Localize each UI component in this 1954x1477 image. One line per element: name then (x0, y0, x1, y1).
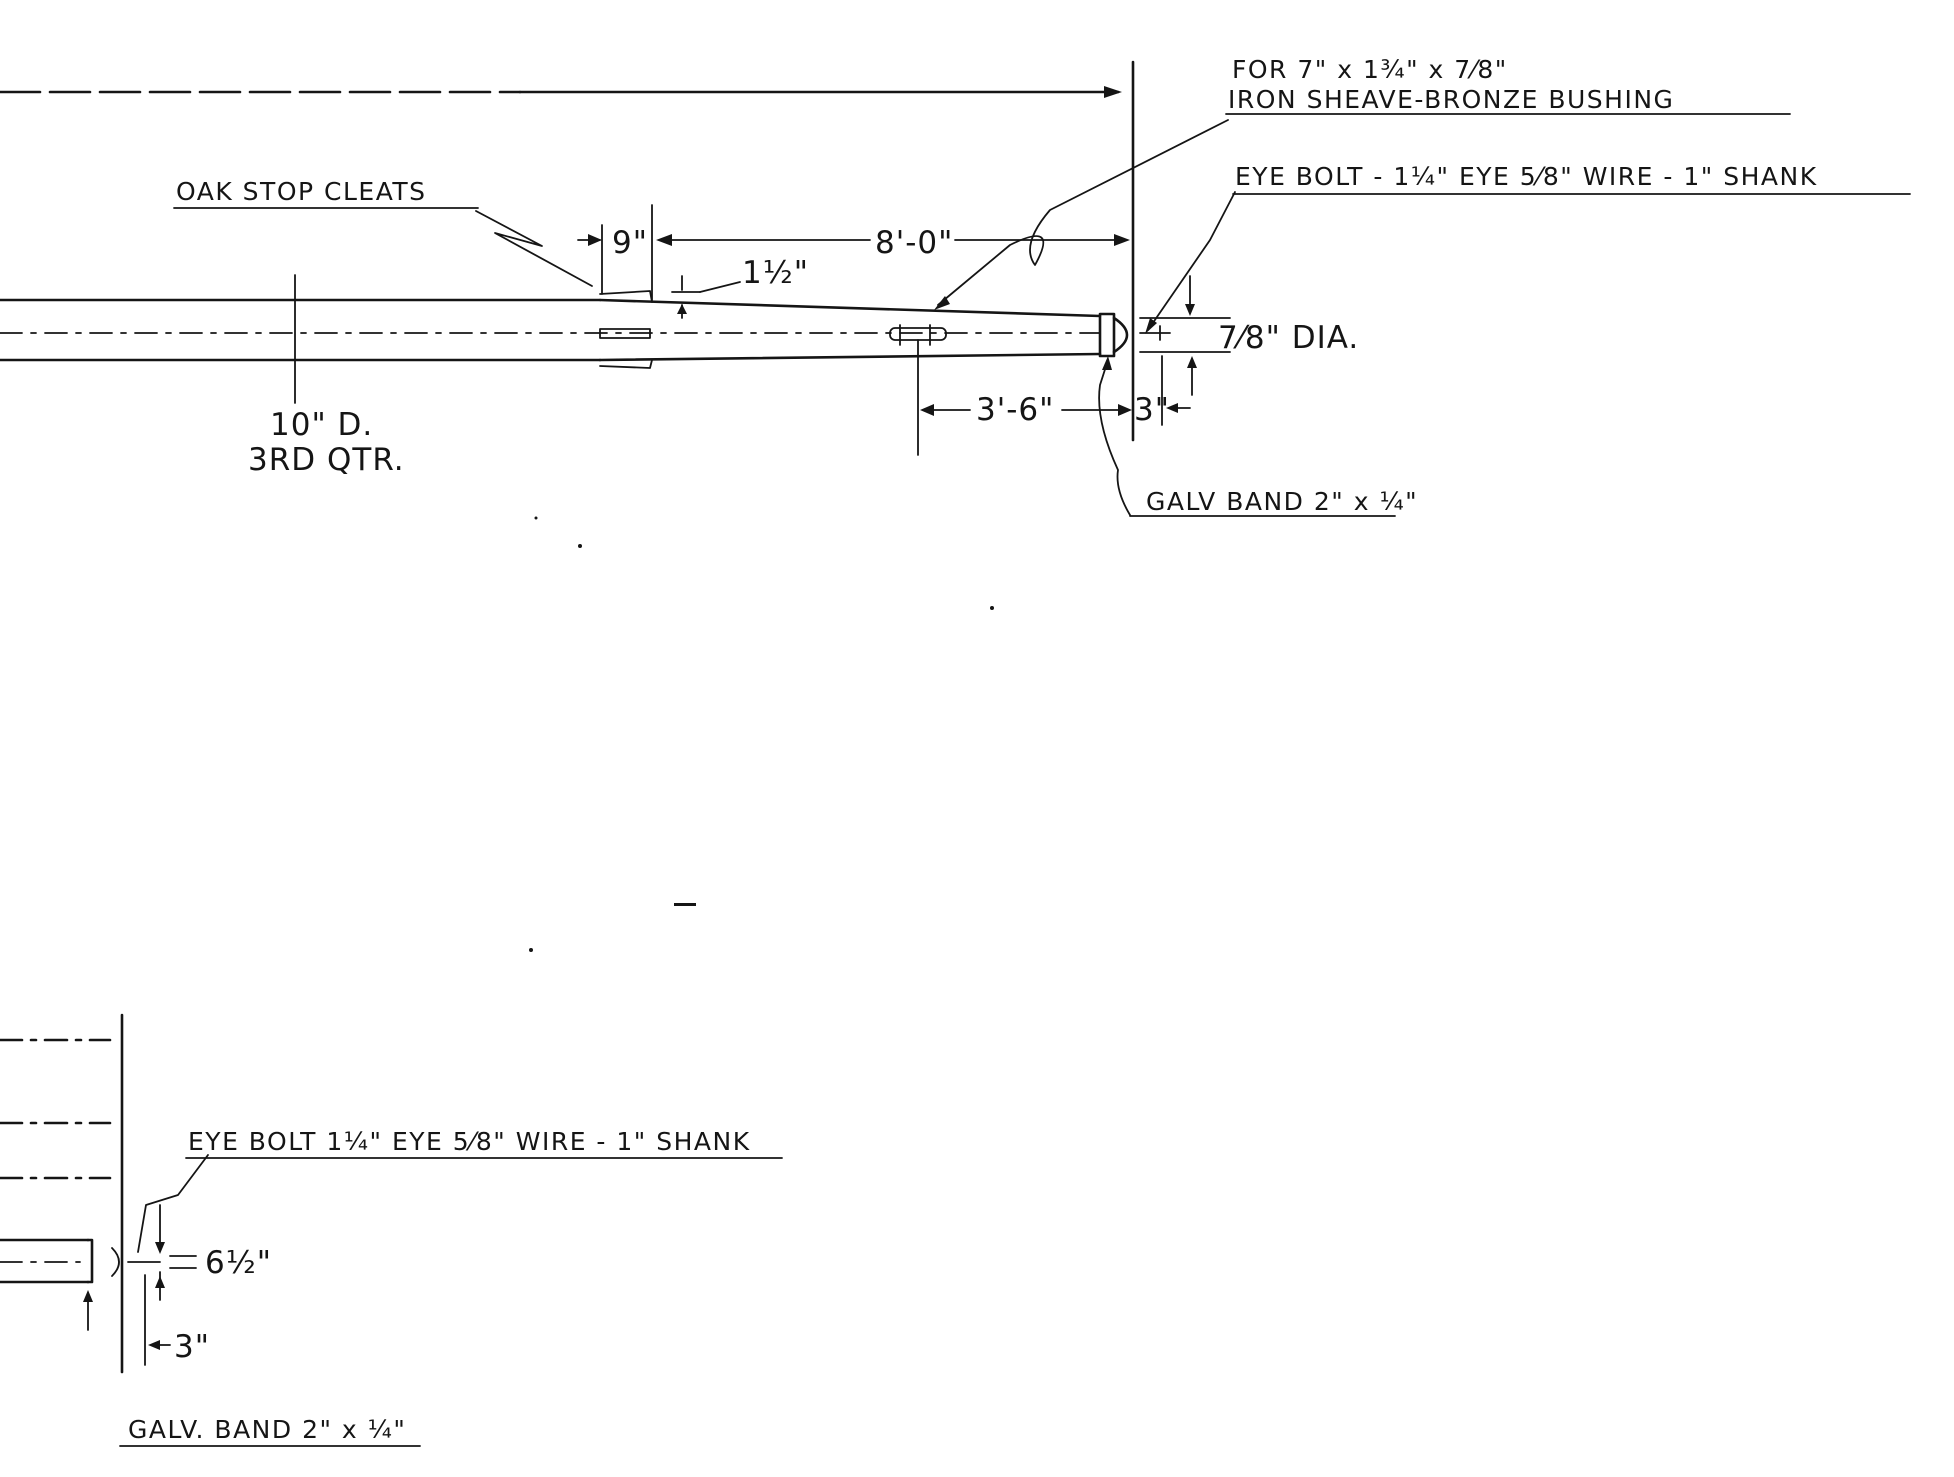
dim-3-label: 3" (1134, 392, 1170, 428)
speck (534, 516, 538, 520)
speck (578, 544, 582, 548)
eye-bolt-lower-label: EYE BOLT 1¼" EYE 5⁄8" WIRE - 1" SHANK (188, 1127, 751, 1156)
dim-6-half-label: 6½" (205, 1245, 272, 1281)
speck (990, 606, 994, 610)
eye-bolt-lower (127, 1204, 197, 1301)
galv-band-lower-label: GALV. BAND 2" x ¼" (128, 1415, 406, 1444)
dim-9-marks (577, 204, 653, 301)
dim-8-0-label: 8'-0" (875, 225, 953, 261)
spar-body (0, 298, 1129, 362)
dia-7-8-label: 7⁄8" DIA. (1218, 320, 1359, 356)
sheave-note-leader (937, 119, 1229, 306)
dim-3-6-marks (917, 339, 1132, 456)
galv-band-upper-leader (1098, 359, 1131, 516)
oak-cleats-leader (475, 210, 593, 287)
dim-1-half-marks (671, 275, 741, 319)
dim-1-half-label: 1½" (742, 255, 809, 291)
spar-dia-label: 10" D. (270, 407, 373, 443)
sheave-note-line2: IRON SHEAVE-BRONZE BUSHING (1228, 85, 1674, 114)
dim-3-lower-label: 3" (174, 1329, 210, 1365)
dim-8-0-marks (656, 234, 1130, 246)
dim-3-6-label: 3'-6" (976, 392, 1054, 428)
speck (529, 948, 533, 952)
dim-3-lower-marks (144, 1274, 171, 1366)
overall-dimension-line (0, 86, 1122, 98)
eye-bolt-upper-label: EYE BOLT - 1¼" EYE 5⁄8" WIRE - 1" SHANK (1235, 162, 1818, 191)
dim-3-marks (1161, 355, 1191, 426)
oak-stop-cleats-label: OAK STOP CLEATS (176, 177, 427, 206)
spar-qtr-label: 3RD QTR. (248, 442, 405, 478)
lower-dimension-lines (0, 1038, 112, 1180)
lower-spar-end (0, 1238, 120, 1284)
galv-band-upper-label: GALV BAND 2" x ¼" (1146, 487, 1418, 516)
dia-7-8-marks (1139, 275, 1231, 396)
eye-bolt-lower-leader (137, 1154, 209, 1253)
eye-bolt-upper-leader (1147, 191, 1236, 331)
eye-bolt-upper (1139, 325, 1171, 341)
sheave-note-line1: FOR 7" x 1¾" x 7⁄8" (1232, 55, 1508, 84)
lower-arrow-mark (83, 1290, 93, 1302)
speck (674, 903, 696, 906)
dim-9-label: 9" (612, 225, 648, 261)
